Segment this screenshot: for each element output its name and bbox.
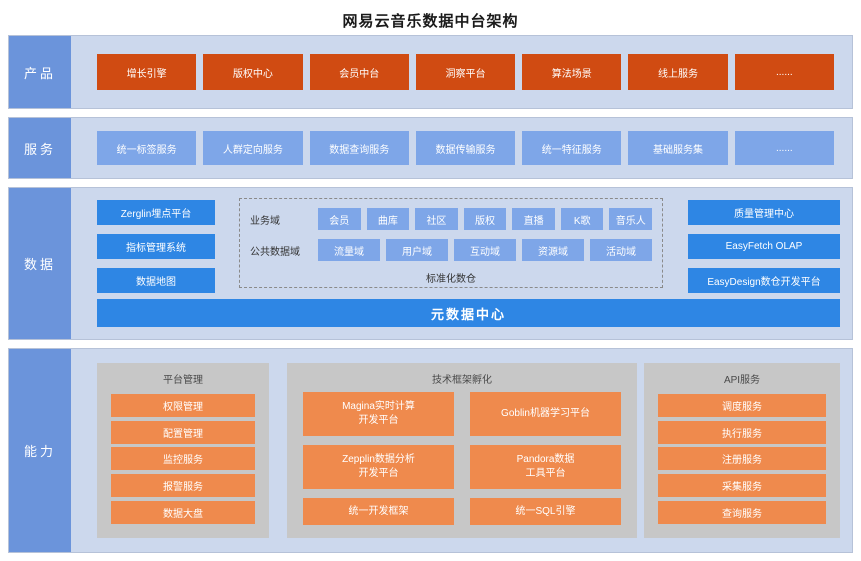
capability-block: 监控服务 — [111, 447, 255, 471]
warehouse-caption: 标准化数仓 — [426, 274, 476, 285]
data-right-tools: 质量管理中心 EasyFetch OLAP EasyDesign数仓开发平台 — [688, 200, 840, 293]
service-block: 统一特征服务 — [522, 131, 622, 165]
capability-block: 采集服务 — [658, 474, 826, 498]
product-block: 版权中心 — [203, 54, 303, 90]
service-block: 数据查询服务 — [309, 131, 409, 165]
service-block: 统一标签服务 — [97, 131, 197, 165]
public-domain-block: 流量域 — [318, 239, 380, 261]
standard-warehouse-box: 业务域 会员 曲库 社区 版权 直播 K歌 音乐人 公共数据域 流量域 用户域 … — [239, 198, 663, 288]
group-title: 平台管理 — [163, 375, 203, 386]
public-domain-row: 公共数据域 流量域 用户域 互动域 资源域 活动域 — [250, 239, 652, 261]
group-title: API服务 — [723, 375, 761, 386]
data-tool-block: 指标管理系统 — [97, 234, 215, 259]
business-domain-block: 直播 — [512, 208, 555, 230]
band-label-services: 服务 — [9, 118, 71, 178]
public-domain-block: 活动域 — [590, 239, 652, 261]
data-left-tools: Zerglin埋点平台 指标管理系统 数据地图 — [97, 200, 215, 293]
business-domain-block: 版权 — [463, 208, 507, 230]
business-domain-block: K歌 — [560, 208, 604, 230]
public-domain-block: 互动域 — [454, 239, 516, 261]
business-domain-label: 业务域 — [250, 215, 280, 227]
capability-block: 权限管理 — [111, 393, 255, 417]
group-api-services: API服务 调度服务 执行服务 注册服务 采集服务 查询服务 — [644, 363, 840, 538]
group-platform-management: 平台管理 权限管理 配置管理 监控服务 报警服务 数据大盘 — [97, 363, 269, 538]
data-tool-block: Zerglin埋点平台 — [97, 200, 215, 225]
capability-block: 执行服务 — [658, 420, 826, 444]
group-title: 技术框架孵化 — [432, 375, 492, 386]
capability-block: Magina实时计算 开发平台 — [303, 392, 454, 436]
product-block: 洞察平台 — [415, 54, 516, 90]
group-items: 调度服务 执行服务 注册服务 采集服务 查询服务 — [644, 390, 840, 538]
band-label-data: 数据 — [9, 188, 71, 339]
capability-block: 报警服务 — [111, 474, 255, 498]
capability-block: Zepplin数据分析 开发平台 — [303, 445, 454, 489]
band-label-capability: 能力 — [9, 349, 71, 552]
diagram-title: 网易云音乐数据中台架构 — [342, 13, 519, 30]
business-domain-block: 会员 — [318, 208, 361, 230]
business-domain-block: 曲库 — [366, 208, 410, 230]
group-items: 权限管理 配置管理 监控服务 报警服务 数据大盘 — [97, 390, 269, 538]
band-data-content: Zerglin埋点平台 指标管理系统 数据地图 业务域 会员 曲库 社区 版权 … — [71, 188, 852, 339]
capability-block: 统一开发框架 — [303, 498, 454, 525]
data-tool-block: EasyDesign数仓开发平台 — [688, 268, 840, 293]
capability-block: 配置管理 — [111, 420, 255, 444]
capability-block: Pandora数据 工具平台 — [470, 445, 621, 489]
metadata-center-bar: 元数据中心 — [97, 299, 840, 327]
business-domain-block: 音乐人 — [609, 208, 653, 230]
capability-block: 注册服务 — [658, 447, 826, 471]
band-services-content: 统一标签服务 人群定向服务 数据查询服务 数据传输服务 统一特征服务 基础服务集… — [71, 118, 852, 178]
band-capability-content: 平台管理 权限管理 配置管理 监控服务 报警服务 数据大盘 技术框架孵化 Mag… — [71, 349, 852, 552]
product-block: 线上服务 — [628, 54, 728, 90]
band-data: 数据 Zerglin埋点平台 指标管理系统 数据地图 业务域 会员 曲库 社区 … — [8, 187, 853, 340]
band-label-products: 产品 — [9, 36, 71, 108]
service-block-more: ...... — [734, 131, 834, 165]
group-items: Magina实时计算 开发平台 Goblin机器学习平台 Zepplin数据分析… — [287, 390, 637, 538]
band-capability: 能力 平台管理 权限管理 配置管理 监控服务 报警服务 数据大盘 技术框架孵化 … — [8, 348, 853, 553]
product-block: 增长引擎 — [97, 54, 197, 90]
band-products: 产品 增长引擎 版权中心 会员中台 洞察平台 算法场景 线上服务 ...... — [8, 35, 853, 109]
capability-block: 统一SQL引擎 — [470, 498, 621, 525]
data-tool-block: 数据地图 — [97, 268, 215, 293]
business-domain-row: 业务域 会员 曲库 社区 版权 直播 K歌 音乐人 — [250, 208, 653, 230]
data-tool-block: 质量管理中心 — [688, 200, 840, 225]
public-domain-block: 用户域 — [386, 239, 448, 261]
products-row: 增长引擎 版权中心 会员中台 洞察平台 算法场景 线上服务 ...... — [71, 36, 852, 108]
service-block: 数据传输服务 — [415, 131, 516, 165]
data-tool-block: EasyFetch OLAP — [688, 234, 840, 259]
group-tech-framework: 技术框架孵化 Magina实时计算 开发平台 Goblin机器学习平台 Zepp… — [287, 363, 637, 538]
band-products-content: 增长引擎 版权中心 会员中台 洞察平台 算法场景 线上服务 ...... — [71, 36, 852, 108]
service-block: 人群定向服务 — [203, 131, 303, 165]
capability-block: 查询服务 — [658, 501, 826, 525]
public-domain-label: 公共数据域 — [250, 246, 300, 258]
product-block: 会员中台 — [309, 54, 409, 90]
capability-block: 数据大盘 — [111, 501, 255, 525]
product-block: 算法场景 — [522, 54, 622, 90]
public-domain-block: 资源域 — [522, 239, 584, 261]
product-block-more: ...... — [734, 54, 834, 90]
band-services: 服务 统一标签服务 人群定向服务 数据查询服务 数据传输服务 统一特征服务 基础… — [8, 117, 853, 179]
capability-block: Goblin机器学习平台 — [470, 392, 621, 436]
services-row: 统一标签服务 人群定向服务 数据查询服务 数据传输服务 统一特征服务 基础服务集… — [71, 118, 852, 178]
capability-block: 调度服务 — [658, 393, 826, 417]
business-domain-block: 社区 — [415, 208, 458, 230]
service-block: 基础服务集 — [628, 131, 728, 165]
